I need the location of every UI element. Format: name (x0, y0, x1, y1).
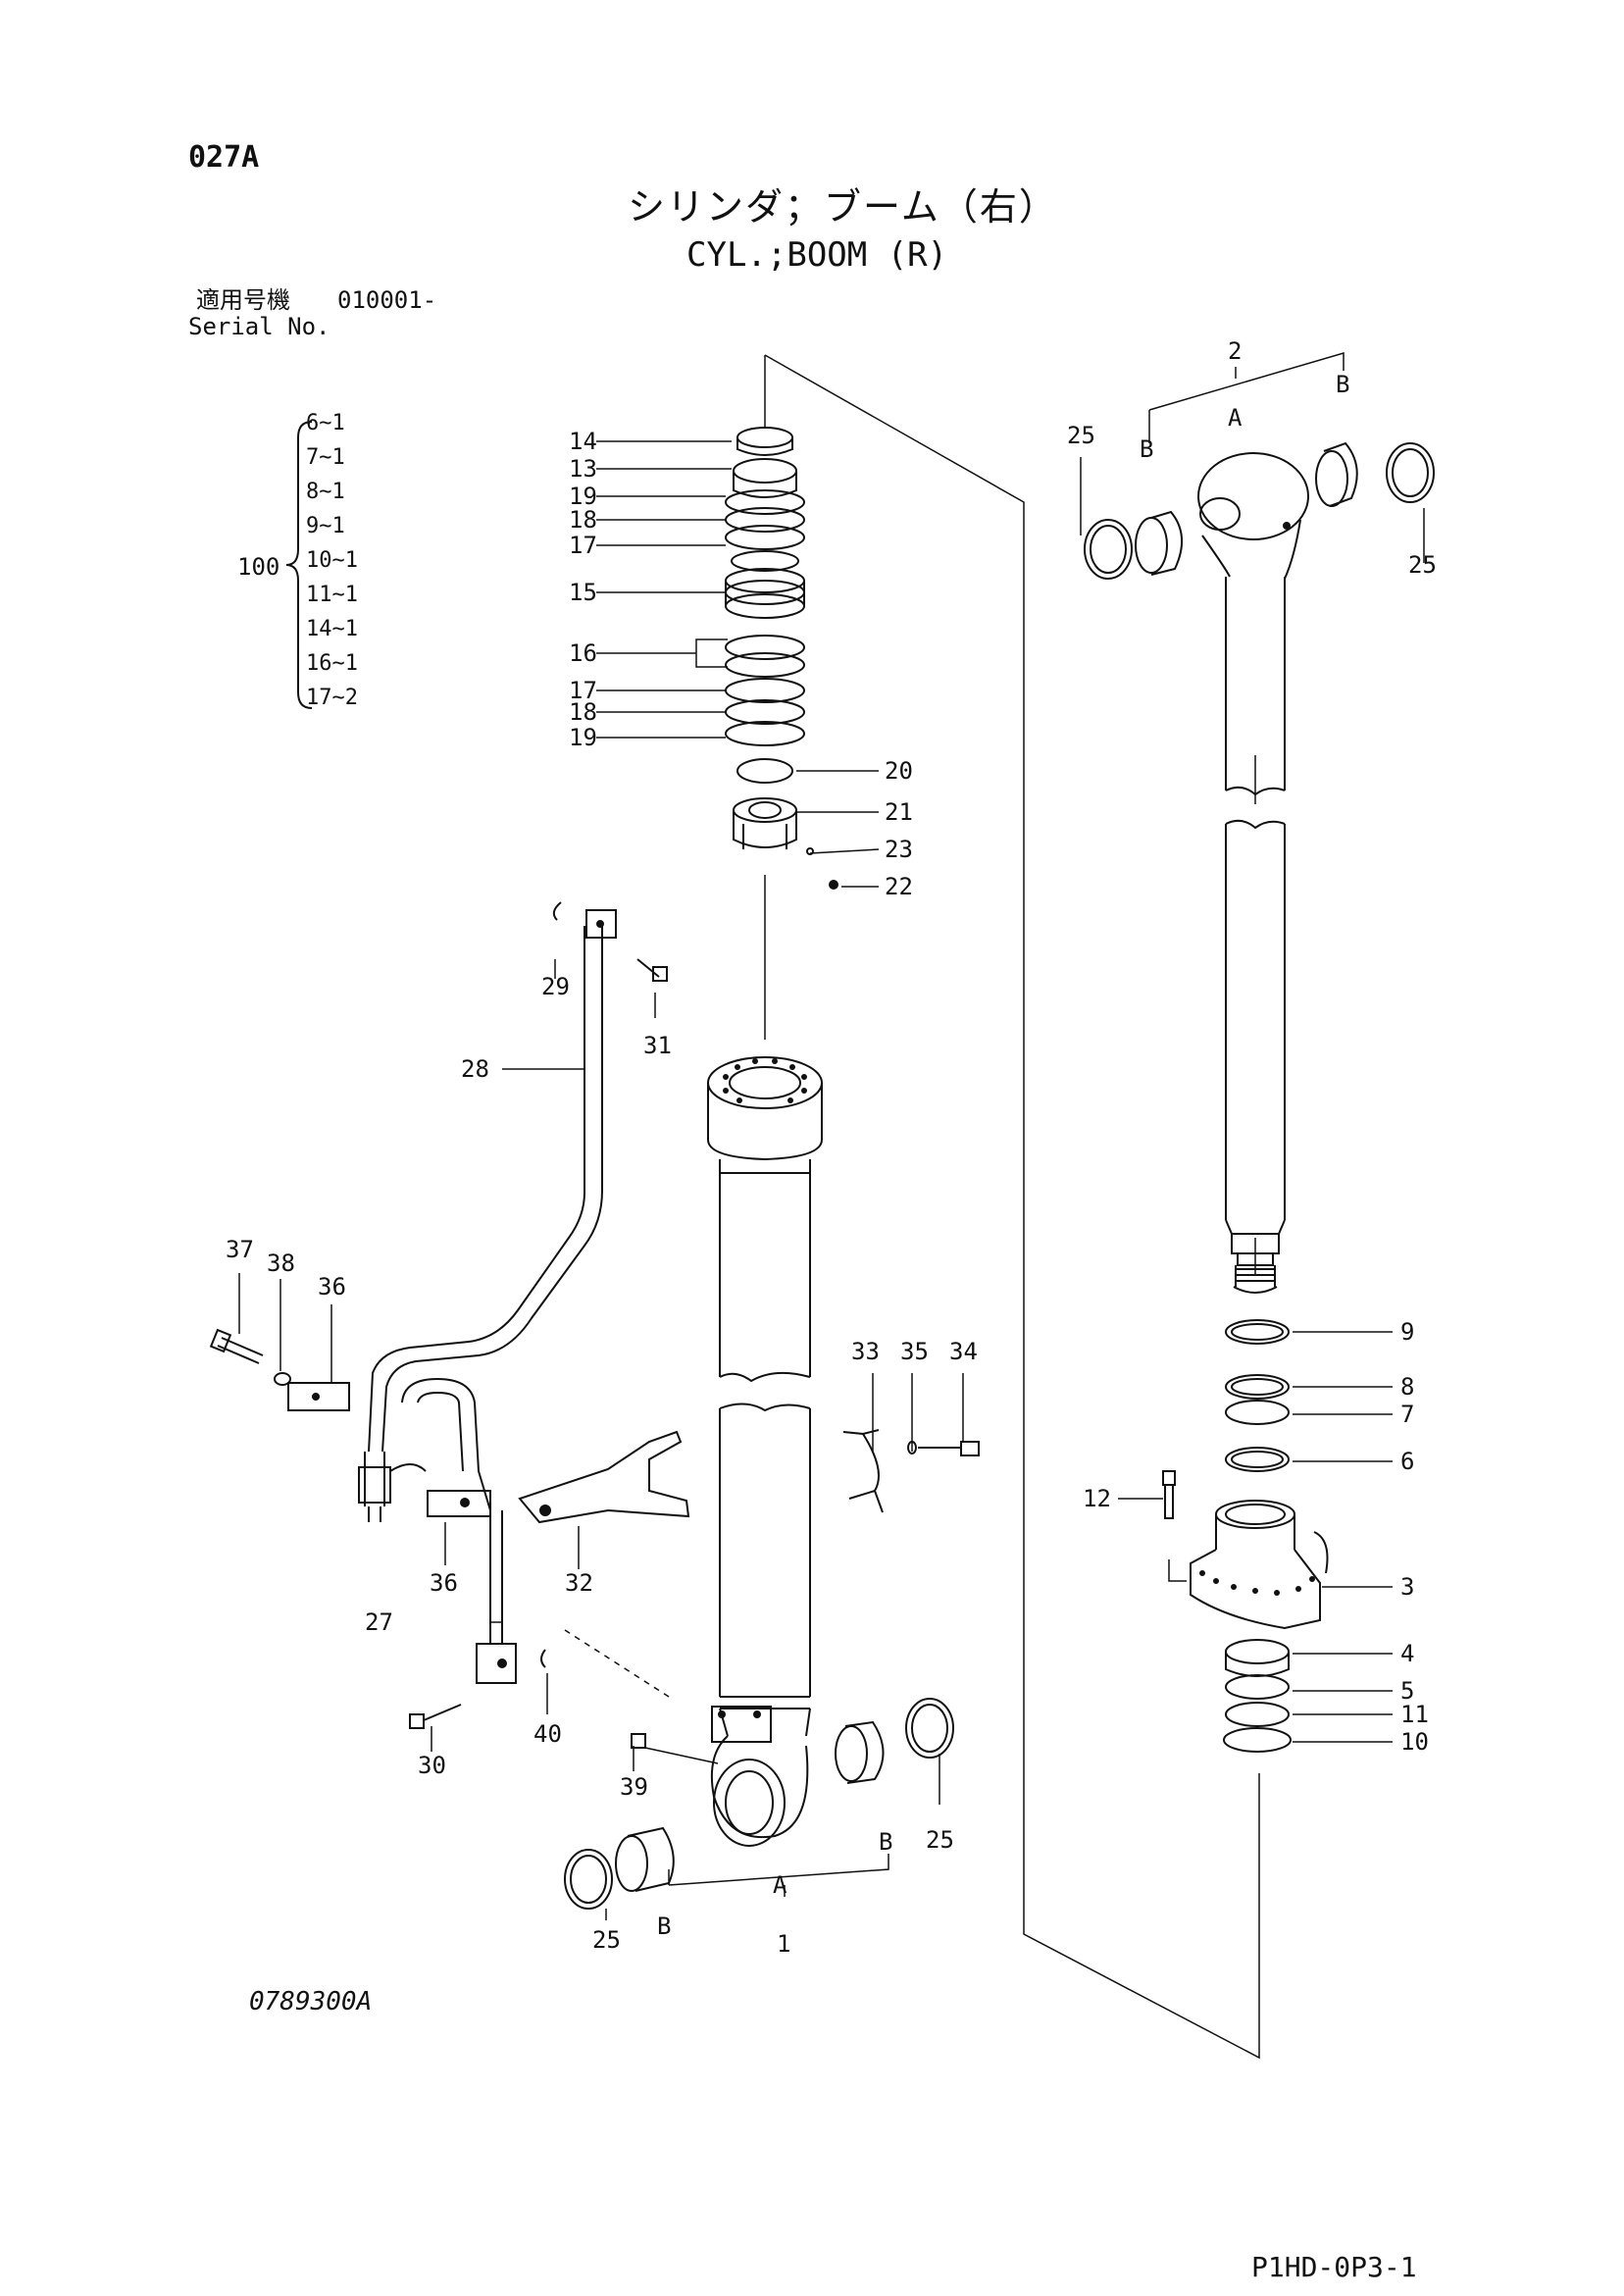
callout-10: 10 (1400, 1728, 1429, 1756)
callout-25-top-left: 25 (1067, 422, 1095, 449)
callout-15: 15 (569, 579, 597, 606)
callout-36-lower: 36 (430, 1569, 458, 1597)
callout-3: 3 (1400, 1573, 1414, 1601)
piston-rod-part (1197, 452, 1309, 1294)
fasteners (209, 958, 980, 1749)
callout-31: 31 (643, 1032, 672, 1059)
head-seals (725, 427, 838, 890)
callout-35: 35 (900, 1338, 929, 1365)
callout-2: 2 (1228, 337, 1242, 365)
page-reference: P1HD-0P3-1 (1251, 2251, 1417, 2283)
callout-38: 38 (267, 1250, 295, 1277)
title-japanese: シリンダ；ブーム（右） (628, 185, 1058, 229)
leader-lines (238, 440, 1425, 1920)
callout-19-upper: 19 (569, 483, 597, 510)
kit-item: 9~1 (306, 514, 345, 538)
callout-36-upper: 36 (318, 1273, 346, 1301)
callout-25-bottom-right: 25 (926, 1826, 954, 1854)
callout-11: 11 (1400, 1701, 1429, 1728)
callout-20: 20 (885, 757, 913, 785)
callout-25-top-right: 25 (1408, 551, 1437, 579)
alignment-lines (564, 351, 1345, 2060)
kit-item: 6~1 (306, 411, 345, 435)
callout-18-upper: 18 (569, 506, 597, 534)
kit-item: 11~1 (306, 583, 358, 607)
drawing-number: 0789300A (249, 1987, 373, 2016)
callout-17-lower: 17 (569, 677, 597, 704)
cylinder-tube-part (707, 1056, 823, 1847)
callout-17-upper: 17 (569, 532, 597, 559)
kit-item: 14~1 (306, 617, 358, 641)
kit-item: 10~1 (306, 548, 358, 573)
callout-34: 34 (949, 1338, 978, 1365)
callout-19-lower: 19 (569, 724, 597, 751)
kit-item: 16~1 (306, 651, 358, 676)
serial-label-english: Serial No. (188, 313, 330, 340)
callout-21: 21 (885, 798, 913, 826)
callout-29: 29 (541, 973, 570, 1000)
callout-18-lower: 18 (569, 698, 597, 726)
label-B-bottom-right: B (879, 1828, 892, 1856)
kit-list: 100 6~1 7~1 8~1 9~1 10~1 11~1 14~1 16~1 17~2 (237, 411, 358, 710)
callout-32: 32 (565, 1569, 593, 1597)
serial-range: 010001- (337, 286, 437, 314)
callout-23: 23 (885, 836, 913, 863)
serial-label-japanese: 適用号機 (196, 286, 290, 314)
label-B-bottom-left: B (657, 1913, 671, 1940)
kit-item: 8~1 (306, 480, 345, 504)
callout-33: 33 (851, 1338, 880, 1365)
callout-30: 30 (418, 1752, 446, 1779)
callout-28: 28 (461, 1055, 489, 1083)
page-code: 027A (188, 140, 260, 175)
callout-22: 22 (885, 873, 913, 900)
label-A-top: A (1228, 404, 1243, 432)
callout-12: 12 (1083, 1485, 1111, 1512)
hydraulic-piping (287, 901, 617, 1684)
title-english: CYL.;BOOM (R) (686, 235, 948, 275)
label-B-top-left: B (1140, 435, 1153, 463)
right-parts (1162, 1319, 1329, 1753)
callout-6: 6 (1400, 1448, 1414, 1475)
callout-27: 27 (365, 1608, 393, 1636)
label-A-bottom: A (773, 1871, 787, 1899)
callout-13: 13 (569, 455, 597, 483)
callout-labels: 14 13 19 18 17 15 16 17 18 19 20 21 23 2… (226, 337, 1437, 1958)
label-B-top-right: B (1336, 371, 1349, 398)
kit-items: 6~1 7~1 8~1 9~1 10~1 11~1 14~1 16~1 17~2 (306, 411, 358, 710)
callout-37: 37 (226, 1236, 254, 1263)
brackets (518, 1429, 884, 1524)
callout-5: 5 (1400, 1677, 1414, 1705)
callout-25-bottom-left: 25 (592, 1926, 621, 1954)
kit-item: 17~2 (306, 686, 358, 710)
callout-40: 40 (533, 1720, 562, 1748)
kit-number: 100 (237, 553, 279, 581)
callout-1: 1 (777, 1930, 790, 1958)
callout-9: 9 (1400, 1318, 1414, 1346)
callout-4: 4 (1400, 1640, 1414, 1667)
callout-16: 16 (569, 639, 597, 667)
callout-14: 14 (569, 428, 597, 455)
bushings (564, 441, 1435, 1910)
callout-39: 39 (620, 1773, 648, 1801)
callout-7: 7 (1400, 1401, 1414, 1428)
kit-item: 7~1 (306, 445, 345, 470)
callout-8: 8 (1400, 1373, 1414, 1401)
